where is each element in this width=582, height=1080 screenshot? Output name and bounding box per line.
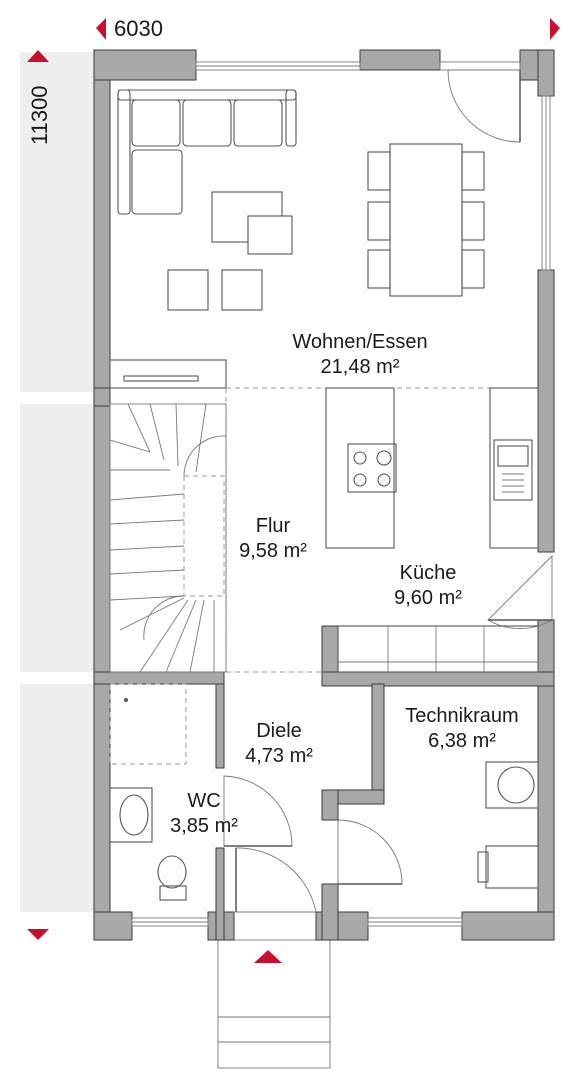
wc-fixtures	[109, 683, 187, 901]
entrance-steps	[217, 939, 331, 1069]
windows	[131, 61, 551, 927]
kitchen-island	[325, 387, 397, 549]
armchairs	[167, 269, 263, 311]
room-area: 9,58 m²	[239, 540, 307, 562]
sofa	[117, 89, 297, 215]
room-flur: Flur 9,58 m²	[239, 515, 307, 562]
room-diele: Diele 4,73 m²	[245, 720, 313, 767]
room-name: WC	[187, 790, 220, 812]
room-wohnen-essen: Wohnen/Essen 21,48 m²	[292, 331, 427, 378]
room-area: 21,48 m²	[321, 356, 400, 378]
room-area: 9,60 m²	[394, 587, 462, 609]
room-name: Wohnen/Essen	[292, 331, 427, 353]
dining-set	[367, 143, 485, 297]
room-technikraum: Technikraum 6,38 m²	[405, 705, 518, 752]
technik-fixtures	[477, 761, 539, 889]
room-name: Technikraum	[405, 705, 518, 727]
arrow-left-icon	[96, 18, 106, 40]
arrow-right-icon	[550, 18, 560, 40]
width-dimension: 6030	[96, 16, 560, 41]
depth-label: 11300	[27, 85, 52, 145]
depth-dimension: 11300	[27, 50, 52, 940]
staircase	[109, 403, 227, 673]
arrow-up-icon	[27, 50, 49, 62]
room-area: 3,85 m²	[170, 815, 238, 837]
room-name: Diele	[256, 720, 302, 742]
coffee-tables	[211, 191, 293, 255]
entrance-arrow-icon	[254, 950, 282, 963]
room-area: 6,38 m²	[428, 730, 496, 752]
room-name: Flur	[256, 515, 291, 537]
walls	[93, 49, 555, 941]
doors	[223, 69, 553, 913]
width-label: 6030	[114, 16, 163, 41]
room-wc: WC 3,85 m²	[170, 790, 238, 837]
kitchen-counter	[337, 625, 539, 673]
room-kueche: Küche 9,60 m²	[394, 562, 462, 609]
adjacent-shading	[20, 52, 96, 912]
room-name: Küche	[400, 562, 457, 584]
sideboard	[109, 359, 227, 389]
sink-counter	[489, 387, 539, 549]
arrow-down-icon	[27, 929, 49, 940]
room-area: 4,73 m²	[245, 745, 313, 767]
